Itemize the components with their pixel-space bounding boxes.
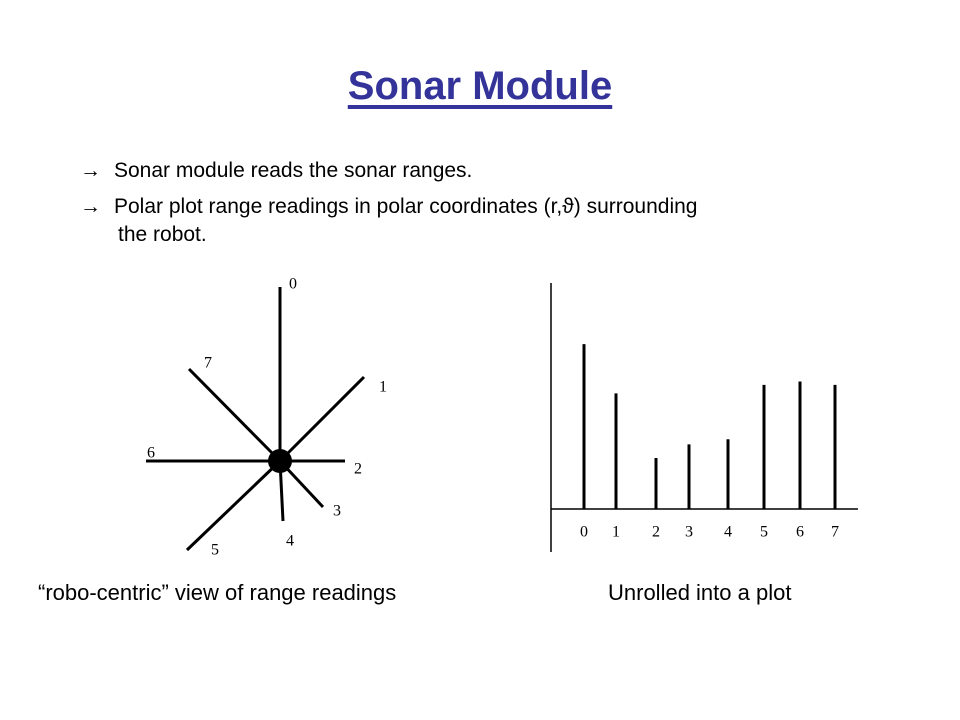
bullet-polar-plot: → Polar plot range readings in polar coor… (80, 193, 900, 249)
robot-body (268, 449, 292, 473)
unrolled-range-plot: 0 1 2 3 4 5 6 7 (550, 283, 858, 552)
sonar-label-3: 3 (333, 503, 341, 520)
bullet-continuation: the robot. (118, 223, 207, 246)
sonar-label-5: 5 (211, 542, 219, 559)
tick-label-4: 4 (724, 524, 732, 541)
sonar-ray-1 (278, 375, 366, 463)
bullet-text: Polar plot range readings in polar coord… (114, 195, 698, 218)
sonar-label-1: 1 (379, 379, 387, 396)
caption-robo-centric: “robo-centric” view of range readings (38, 580, 397, 605)
tick-label-0: 0 (580, 524, 588, 541)
sonar-ray-5 (185, 459, 282, 552)
sonar-ray-7 (187, 367, 282, 463)
slide-title: Sonar Module (347, 64, 613, 108)
right-arrow-icon: → (80, 159, 101, 182)
caption-unrolled: Unrolled into a plot (608, 580, 792, 605)
tick-label-6: 6 (796, 524, 804, 541)
tick-label-2: 2 (652, 524, 660, 541)
sonar-label-4: 4 (286, 533, 294, 550)
sonar-label-6: 6 (147, 445, 155, 462)
right-arrow-icon: → (80, 195, 101, 218)
tick-label-5: 5 (760, 524, 768, 541)
sonar-label-0: 0 (289, 276, 297, 293)
bullet-text: Sonar module reads the sonar ranges. (114, 159, 473, 182)
tick-label-7: 7 (831, 524, 839, 541)
bullet-sonar-reads: → Sonar module reads the sonar ranges. (80, 157, 900, 185)
sonar-label-7: 7 (204, 355, 212, 372)
tick-label-3: 3 (685, 524, 693, 541)
sonar-label-2: 2 (354, 461, 362, 478)
tick-label-1: 1 (612, 524, 620, 541)
robo-centric-polar-diagram: 0 1 2 3 4 5 6 7 (146, 276, 387, 559)
